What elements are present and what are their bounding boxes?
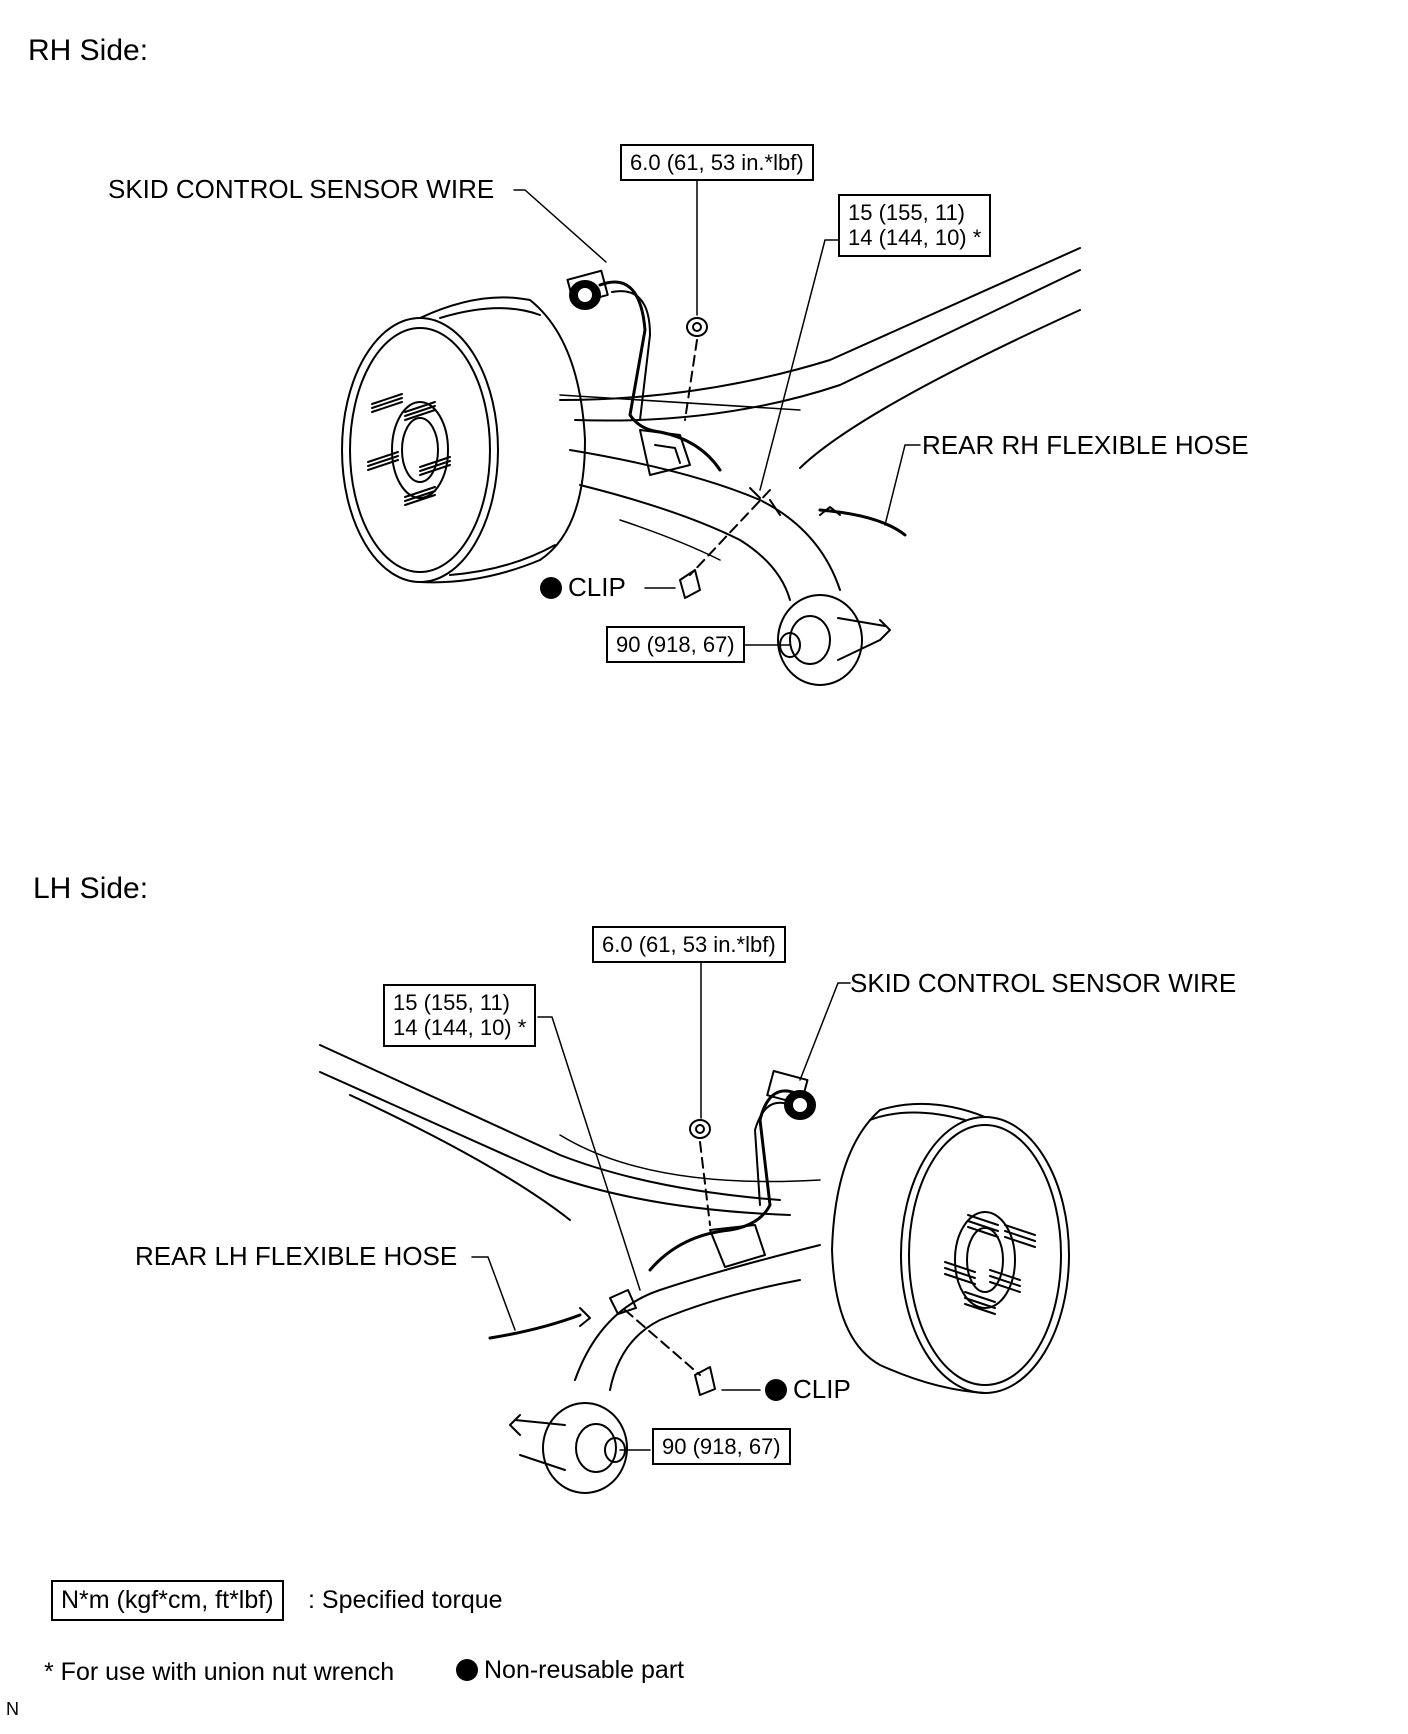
rh-bushing — [777, 594, 891, 686]
rh-clip-part — [679, 569, 701, 599]
rh-axle-drawing — [341, 174, 1081, 686]
lh-nonreusable-dot-icon — [765, 1379, 787, 1401]
rh-union-torque-box: 15 (155, 11) 14 (144, 10) * — [838, 194, 992, 257]
lh-section-title: LH Side: — [33, 872, 149, 905]
lh-bolt-torque-value: 6.0 (61, 53 in.*lbf) — [602, 932, 776, 957]
rh-nonreusable-dot-icon — [540, 577, 562, 599]
lh-clip-label: CLIP — [765, 1376, 851, 1402]
lh-bushing — [509, 1402, 628, 1494]
rh-flexible-hose-label: REAR RH FLEXIBLE HOSE — [922, 430, 1249, 460]
corner-mark: N — [6, 1699, 19, 1719]
rh-wheel-studs — [367, 393, 451, 506]
lh-bolt-torque-box: 6.0 (61, 53 in.*lbf) — [592, 926, 786, 964]
lh-brake-drum — [831, 1102, 1070, 1394]
rh-sensor-wire — [566, 269, 722, 472]
lh-bolt-nut — [689, 1119, 711, 1139]
lh-bushing-torque-value: 90 (918, 67) — [662, 1434, 781, 1459]
rh-bushing-torque-value: 90 (918, 67) — [616, 632, 735, 657]
legend-nonreusable-dot-icon — [456, 1659, 478, 1681]
lh-clip-text: CLIP — [793, 1374, 851, 1404]
rh-section-title: RH Side: — [28, 34, 149, 67]
rh-brake-drum — [341, 296, 586, 584]
rh-sensor-wire-label: SKID CONTROL SENSOR WIRE — [108, 174, 495, 204]
rh-clip-text: CLIP — [568, 572, 626, 602]
lh-clip-part — [694, 1366, 716, 1396]
rh-union-torque-value-2: 14 (144, 10) * — [848, 225, 982, 251]
legend-torque-description: : Specified torque — [308, 1586, 503, 1614]
rh-union-torque-value-1: 15 (155, 11) — [848, 200, 966, 225]
legend-nonreusable: Non-reusable part — [456, 1658, 684, 1683]
lh-bushing-torque-box: 90 (918, 67) — [652, 1428, 791, 1466]
rh-bushing-torque-box: 90 (918, 67) — [606, 626, 745, 664]
lh-union-torque-value-2: 14 (144, 10) * — [393, 1015, 527, 1041]
rh-bolt-torque-value: 6.0 (61, 53 in.*lbf) — [630, 150, 804, 175]
lh-flexible-hose-label: REAR LH FLEXIBLE HOSE — [135, 1241, 458, 1271]
lh-sensor-wire — [648, 1070, 816, 1272]
rh-bolt-torque-box: 6.0 (61, 53 in.*lbf) — [620, 144, 814, 182]
lh-sensor-wire-label: SKID CONTROL SENSOR WIRE — [850, 968, 1237, 998]
legend-torque-unit: N*m (kgf*cm, ft*lbf) — [61, 1586, 274, 1614]
legend-torque-unit-box: N*m (kgf*cm, ft*lbf) — [51, 1580, 284, 1621]
rh-clip-label: CLIP — [540, 574, 626, 600]
lh-union-torque-box: 15 (155, 11) 14 (144, 10) * — [383, 984, 537, 1047]
lh-axle-drawing — [319, 959, 1070, 1494]
legend-union-nut-note: * For use with union nut wrench — [44, 1658, 395, 1686]
lh-union-torque-value-1: 15 (155, 11) — [393, 990, 511, 1015]
lh-wheel-studs — [944, 1214, 1036, 1315]
rh-bolt-nut — [686, 317, 708, 337]
legend-nonreusable-text: Non-reusable part — [484, 1656, 685, 1684]
